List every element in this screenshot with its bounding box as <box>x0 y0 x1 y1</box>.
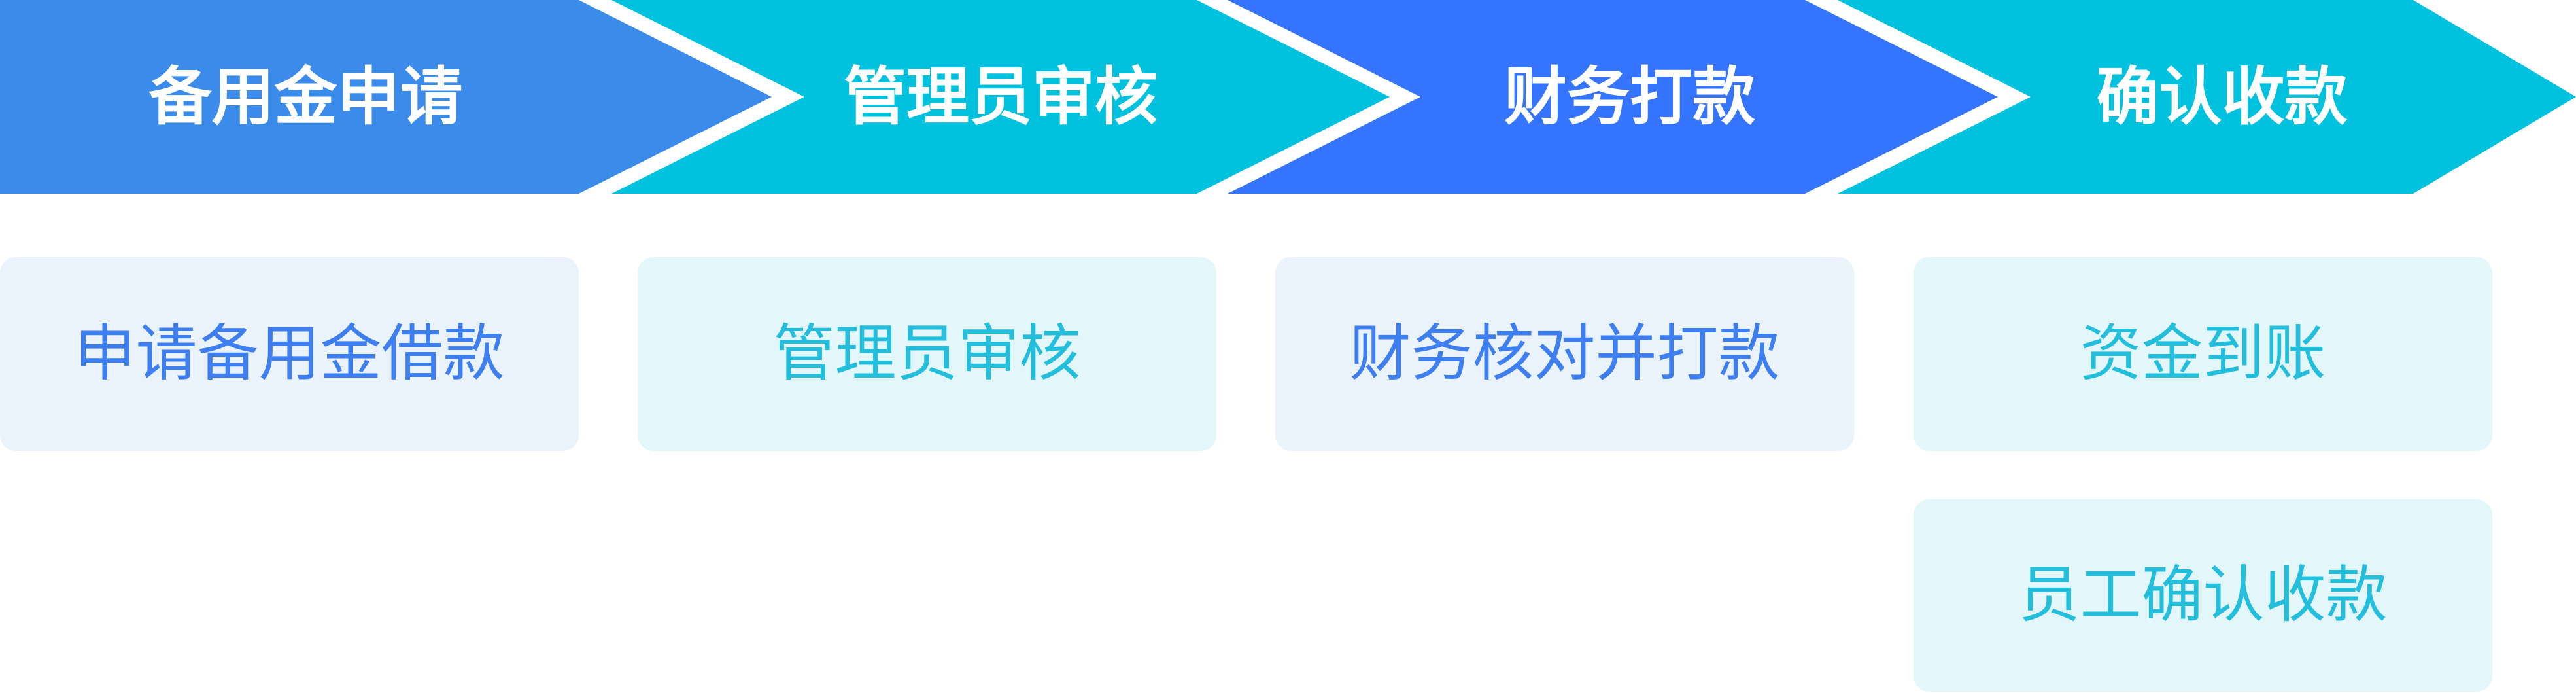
step-card-funds-received: 资金到账 <box>1914 257 2492 451</box>
stage-label-2: 管理员审核 <box>844 60 1158 133</box>
step-card-employee-confirm: 员工确认收款 <box>1914 499 2492 692</box>
stage-arrow-2 <box>611 0 1390 194</box>
stage-label-4: 确认收款 <box>2096 60 2348 133</box>
stage-arrow-4 <box>1838 0 2576 194</box>
stage-label-1: 备用金申请 <box>148 60 463 133</box>
stage-arrow-1 <box>0 0 772 194</box>
step-card-admin-review: 管理员审核 <box>638 257 1216 451</box>
step-card-apply-loan: 申请备用金借款 <box>0 257 579 451</box>
step-card-finance-verify-pay: 财务核对并打款 <box>1275 257 1854 451</box>
stage-label-3: 财务打款 <box>1504 60 1755 133</box>
process-arrow-bar <box>0 0 2576 194</box>
stage-arrow-3 <box>1228 0 1998 194</box>
